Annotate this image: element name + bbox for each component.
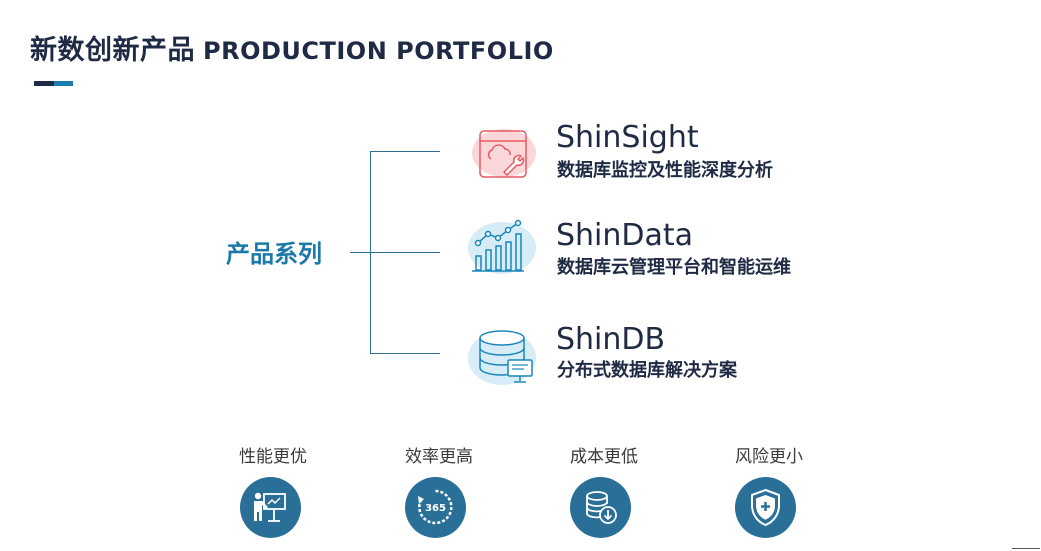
connector-mid [350, 252, 440, 253]
page-title: 新数创新产品 PRODUCTION PORTFOLIO [30, 28, 554, 67]
365-icon-text: 365 [425, 503, 446, 514]
cloud-wrench-icon [464, 122, 540, 186]
presenter-board-icon [240, 477, 301, 538]
title-accent-dark [34, 81, 54, 86]
series-label: 产品系列 [226, 240, 322, 268]
page-title-en: PRODUCTION PORTFOLIO [203, 37, 554, 65]
connector-bottom [370, 353, 440, 354]
feature-label-efficiency: 效率更高 [405, 447, 473, 467]
product-desc-shindata: 数据库云管理平台和智能运维 [557, 257, 791, 278]
product-desc-shinsight: 数据库监控及性能深度分析 [557, 160, 773, 181]
feature-label-performance: 性能更优 [239, 447, 307, 467]
product-name-shindb: ShinDB [556, 322, 666, 357]
line-bar-chart-icon [464, 218, 540, 282]
product-name-shinsight: ShinSight [556, 120, 699, 155]
shield-plus-icon [735, 477, 796, 538]
product-desc-shindb: 分布式数据库解决方案 [557, 360, 737, 381]
database-monitor-icon [464, 324, 540, 388]
feature-label-risk: 风险更小 [735, 447, 803, 467]
page-title-zh: 新数创新产品 [30, 35, 195, 66]
product-name-shindata: ShinData [556, 218, 694, 253]
database-download-icon [570, 477, 631, 538]
feature-label-cost: 成本更低 [570, 447, 638, 467]
connector-top [370, 151, 440, 152]
365-cycle-icon: 365 [405, 477, 466, 538]
connector-vertical [370, 151, 371, 353]
title-accent-blue [54, 81, 73, 86]
corner-rule [1012, 548, 1040, 549]
